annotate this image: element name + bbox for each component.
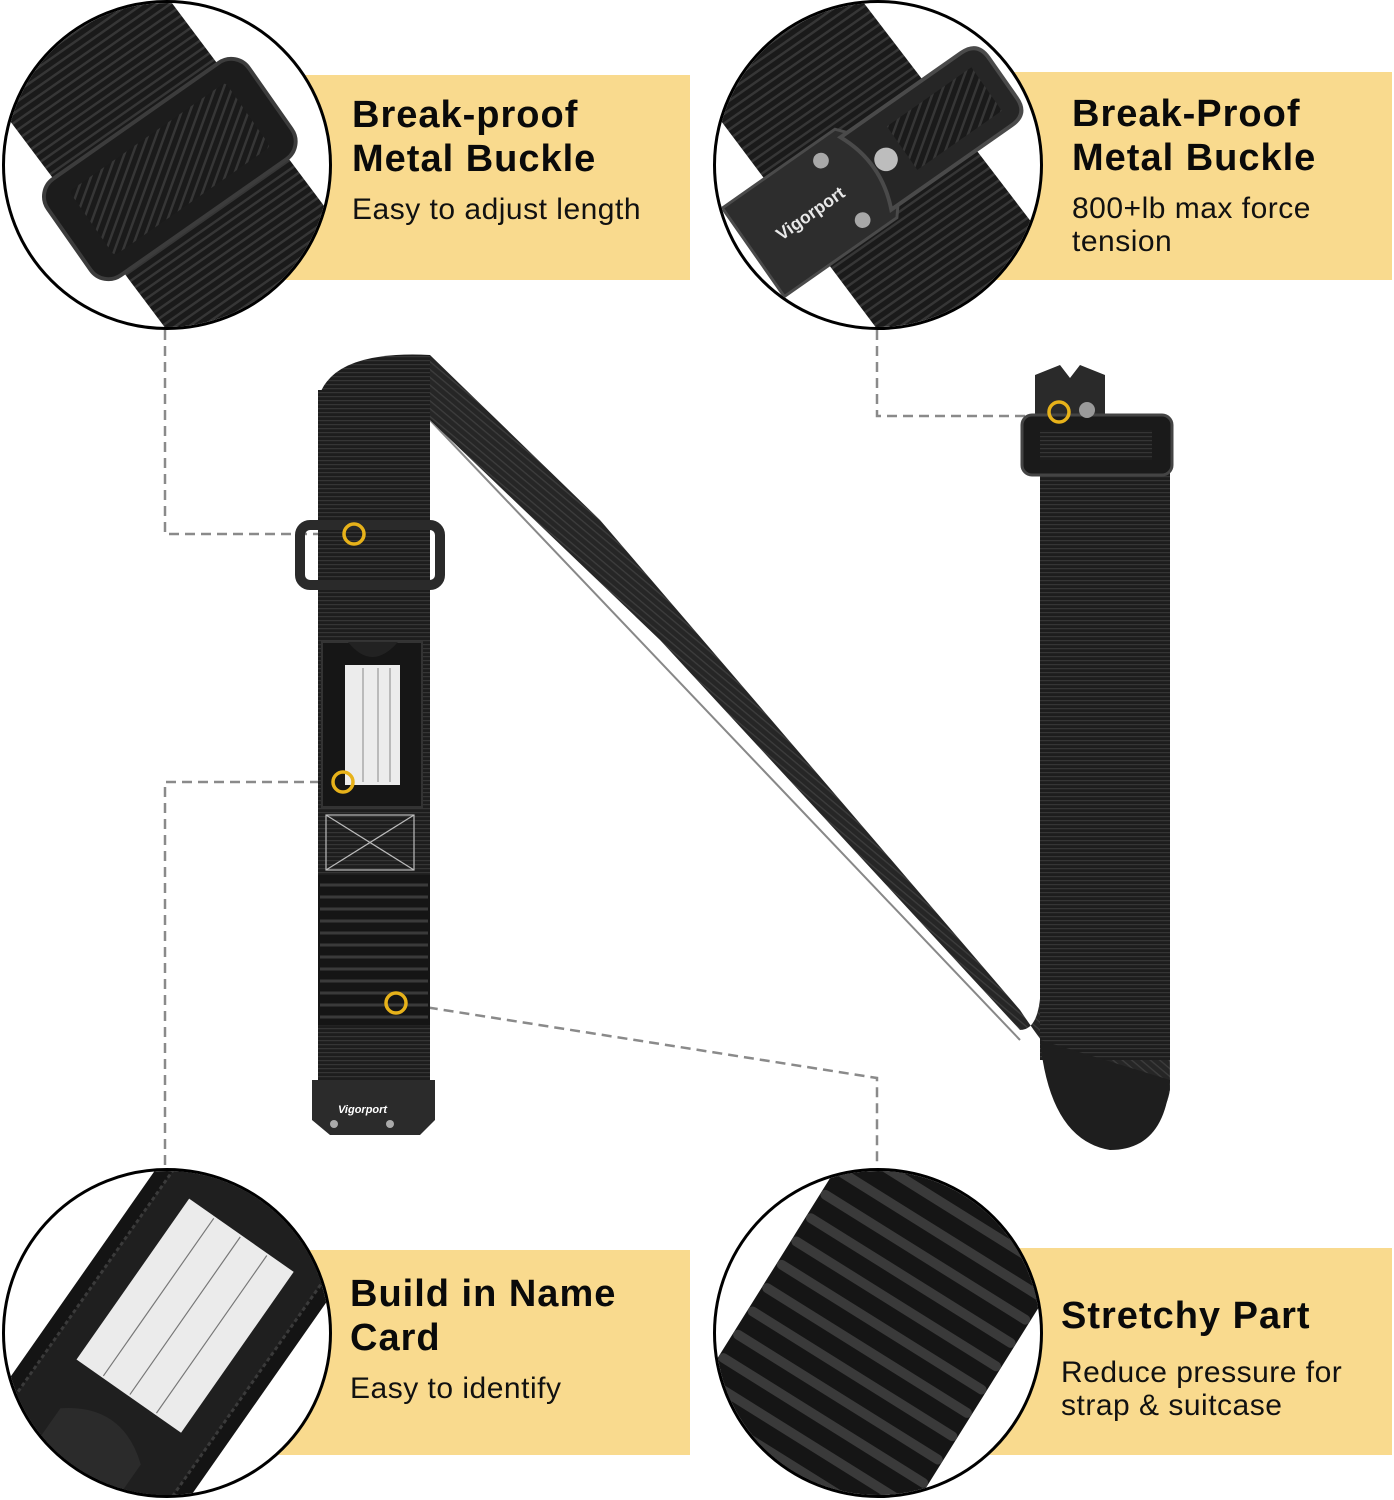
stretch-marker (384, 991, 408, 1015)
callout-subtitle: Easy to identify (350, 1372, 562, 1405)
slide-buckle-marker (342, 522, 366, 546)
detail-circle-stretch (713, 1168, 1043, 1498)
strap-right-vertical (1040, 460, 1170, 1060)
name-card-closeup-icon (5, 1171, 329, 1495)
detail-circle-quick-buckle: Vigorport (713, 0, 1043, 330)
detail-circle-name-card (2, 1168, 332, 1498)
quick-release-buckle-bottom (312, 1080, 435, 1135)
leader-lines (163, 330, 1046, 1165)
quick-release-buckle-small (1020, 365, 1174, 477)
name-card-window (345, 665, 400, 785)
brand-logo-small: Vigorport (338, 1104, 388, 1116)
slide-buckle-small (295, 520, 445, 590)
elastic-section-closeup-icon (716, 1171, 1040, 1495)
detail-circle-slide-buckle (2, 0, 332, 330)
name-card-marker (331, 770, 355, 794)
quick-buckle-marker (1047, 400, 1071, 424)
quick-release-buckle-closeup-icon: Vigorport (716, 3, 1040, 327)
stretch-section-small (318, 875, 430, 1025)
callout-title: Stretchy Part (1061, 1295, 1311, 1337)
slide-buckle-closeup-icon (5, 3, 329, 327)
callout-subtitle: Easy to adjust length (352, 193, 642, 226)
